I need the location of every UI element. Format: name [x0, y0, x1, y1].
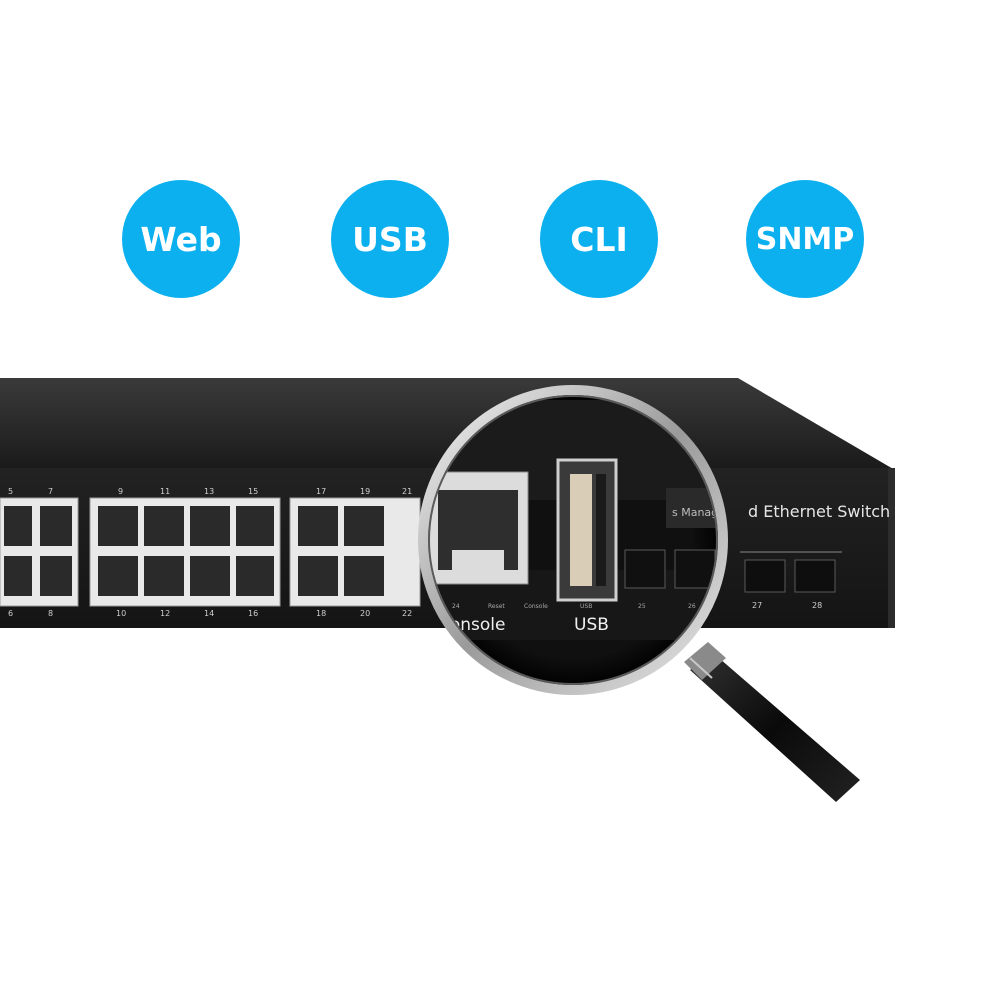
- sfp-ports: [740, 551, 842, 593]
- port-number: 16: [248, 609, 258, 618]
- switch-photo: 5 7 9 11 13 15 17 19 21 6 8 10 12 14 16 …: [0, 340, 1000, 820]
- port-number-labels: 5 7 9 11 13 15 17 19 21 6 8 10 12 14 16 …: [8, 487, 412, 618]
- small-label: Console: [524, 603, 548, 610]
- small-label: 26: [688, 603, 696, 610]
- sfp-number: 27: [752, 601, 762, 610]
- port-number: 5: [8, 487, 13, 496]
- port-number: 7: [48, 487, 53, 496]
- port-number: 21: [402, 487, 412, 496]
- small-label: Reset: [488, 603, 505, 610]
- badge-snmp: SNMP: [746, 180, 864, 298]
- badge-web: Web: [122, 180, 240, 298]
- management-badges: Web USB CLI SNMP: [0, 180, 1000, 300]
- port-number: 15: [248, 487, 258, 496]
- badge-usb: USB: [331, 180, 449, 298]
- small-label: 25: [638, 603, 646, 610]
- port-number: 10: [116, 609, 126, 618]
- badge-cli: CLI: [540, 180, 658, 298]
- lens-rim: [418, 385, 728, 695]
- port-number: 19: [360, 487, 370, 496]
- port-number: 8: [48, 609, 53, 618]
- port-number: 6: [8, 609, 13, 618]
- port-number: 14: [204, 609, 214, 618]
- port-number: 11: [160, 487, 170, 496]
- magnified-view: Console USB s Manage 24 Reset Console US…: [425, 392, 725, 688]
- product-label: d Ethernet Switch: [748, 502, 890, 521]
- rj45-ports: [4, 506, 384, 596]
- magnifying-glass-icon: [684, 642, 860, 802]
- product-label-obscured: s Manage: [672, 506, 725, 519]
- small-label: USB: [580, 603, 592, 610]
- port-number: 22: [402, 609, 412, 618]
- port-number: 9: [118, 487, 123, 496]
- small-label: 24: [452, 603, 460, 610]
- port-number: 17: [316, 487, 326, 496]
- port-number: 13: [204, 487, 214, 496]
- port-number: 12: [160, 609, 170, 618]
- port-number: 20: [360, 609, 370, 618]
- switch-illustration: 5 7 9 11 13 15 17 19 21 6 8 10 12 14 16 …: [0, 378, 895, 802]
- usb-label: USB: [574, 615, 609, 635]
- sfp-number: 28: [812, 601, 822, 610]
- port-number: 18: [316, 609, 326, 618]
